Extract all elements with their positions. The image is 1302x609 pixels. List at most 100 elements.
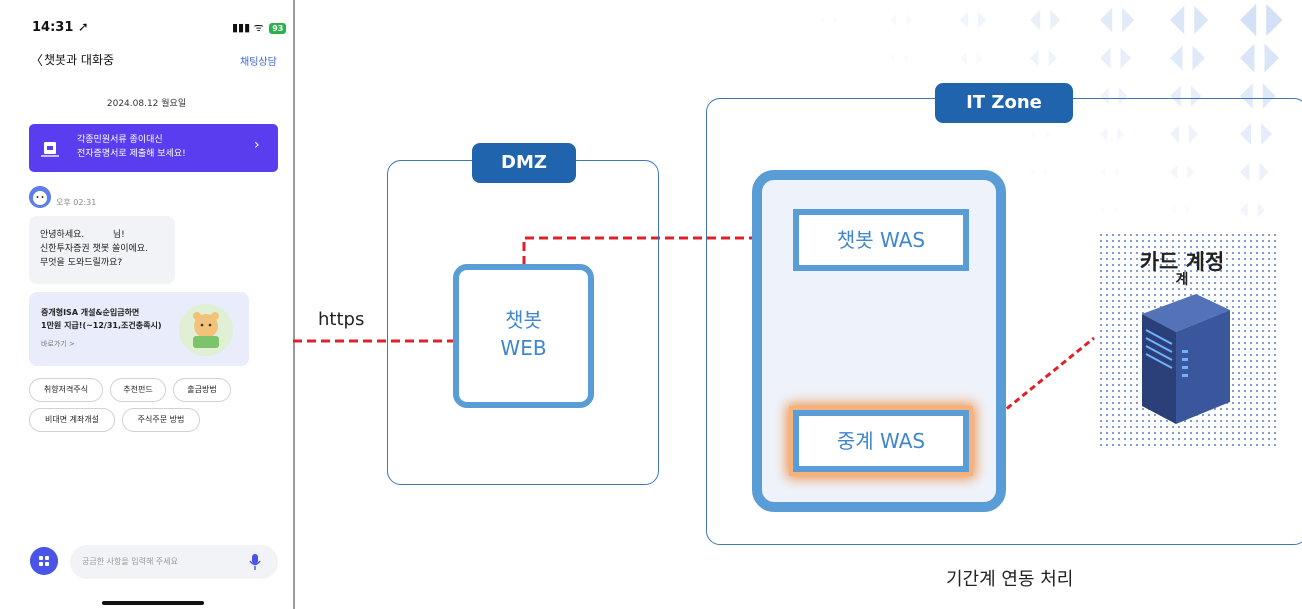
promo-text: 중개형ISA 개설&순입금하면 1만원 지급!(~12/31,조건충족시) [41,306,161,332]
banner-line-1: 각종민원서류 종이대신 [77,135,163,145]
background-triangle [1044,168,1048,176]
background-triangle [906,13,913,27]
banner-text: 각종민원서류 종이대신 전자증명서로 제출해 보세요! [77,133,186,161]
background-triangle [1122,7,1135,33]
background-triangle [1170,124,1180,144]
background-triangle [1189,124,1199,144]
quick-reply-chip[interactable]: 취향저격주식 [29,378,103,402]
background-triangle [1240,162,1250,182]
background-triangle [1240,43,1255,73]
background-triangle [1185,204,1192,216]
background-triangle [1261,122,1273,146]
background-triangle [960,51,967,65]
microphone-icon[interactable] [248,553,262,571]
chatbot-was-node: 챗봇 WAS [793,209,969,271]
background-triangle [1257,202,1266,218]
banner-line-2: 전자증명서로 제출해 보세요! [77,149,186,159]
background-triangle [976,51,984,65]
isa-promo-card[interactable]: 중개형ISA 개설&순입금하면 1만원 지급!(~12/31,조건충족시) 바로… [29,292,249,366]
input-placeholder: 궁금한 사항을 입력해 주세요 [82,557,178,566]
card-label-line-2: 계 [1175,272,1189,288]
background-triangle [1030,49,1039,67]
relay-was-node: 중계 WAS [793,410,969,472]
document-icon [41,142,59,157]
card-account-label: 카드 계정 계 [1122,250,1242,288]
greeting-text: 안녕하세요. 님! 신한투자증권 챗봇 쏠이에요. 무엇을 도와드릴까요? [40,228,148,270]
promo-line-2: 1만원 지급!(~12/31,조건충족시) [41,321,162,330]
legacy-integration-caption: 기간계 연동 처리 [946,569,1074,590]
background-triangle [1264,43,1280,73]
chatbot-phone-screen: 14:31 ➚ ▮▮▮ ᯤ 93 〈 챗봇과 대화중 채팅상담 2024.08.… [0,0,295,609]
promo-shortcut-link[interactable]: 바로가기 > [41,340,75,348]
background-triangle [960,11,969,29]
mascot-illustration-icon [179,304,233,356]
background-triangle [1192,45,1206,71]
background-triangle [890,53,895,63]
message-input[interactable]: 궁금한 사항을 입력해 주세요 [70,545,278,579]
background-triangle [1048,49,1058,67]
background-triangle [890,13,897,27]
web-node-line-1: 챗봇 [505,308,542,332]
background-triangle [1240,202,1248,218]
quick-reply-chip[interactable]: 출금방법 [173,378,231,402]
background-triangle [1100,126,1108,142]
background-triangle [1117,126,1125,142]
greeting-line-2: 신한투자증권 챗봇 쏠이에요. [40,244,148,254]
bot-greeting-bubble: 안녕하세요. 님! 신한투자증권 챗봇 쏠이에요. 무엇을 도와드릴까요? [29,216,175,284]
background-triangle [1170,45,1183,71]
quick-reply-chip[interactable]: 주식주문 방법 [122,408,200,432]
background-triangle [1100,87,1109,105]
status-icons: ▮▮▮ ᯤ 93 [232,20,287,35]
server-icon [1142,294,1230,424]
background-triangle [1170,204,1176,216]
background-triangle [1050,9,1061,31]
web-to-chatbot-was-line [522,236,795,265]
background-triangle [820,15,825,25]
background-triangle [1100,166,1106,178]
greeting-line-3: 무엇을 도와드릴까요? [40,258,123,268]
menu-grid-icon[interactable] [30,547,58,575]
background-triangle [1100,206,1104,214]
relay-to-card-system-line [967,336,1095,442]
chat-date: 2024.08.12 월요일 [106,99,187,109]
home-indicator [102,601,204,605]
live-chat-link[interactable]: 채팅상담 [240,57,277,68]
background-triangle [978,11,987,29]
background-triangle [834,15,839,25]
background-triangle [1114,206,1118,214]
background-triangle [1240,83,1253,109]
chat-title: 챗봇과 대화중 [44,53,115,67]
https-label: https [318,309,365,330]
dmz-zone-label: DMZ [472,143,576,183]
status-time: 14:31 ➚ [32,20,89,35]
background-triangle [1118,87,1128,105]
background-triangle [904,53,910,63]
background-triangle [1115,166,1121,178]
background-triangle [1030,9,1041,31]
background-triangle [1170,164,1178,180]
chatbot-web-node: 챗봇 WEB [453,264,594,408]
chevron-right-icon: › [254,137,260,153]
background-triangle [1170,5,1185,35]
background-triangle [1266,3,1283,37]
battery-icon: 93 [269,23,287,34]
quick-reply-chip[interactable]: 비대면 계좌개설 [29,408,115,432]
e-certificate-banner[interactable]: 각종민원서류 종이대신 전자증명서로 제출해 보세요! › [29,124,278,172]
it-zone-label: IT Zone [935,83,1073,123]
background-triangle [1187,164,1195,180]
message-time: 오후 02:31 [56,198,97,207]
background-triangle [1100,7,1113,33]
background-triangle [1170,85,1181,107]
background-triangle [1045,128,1051,140]
signal-wifi-icon: ▮▮▮ ᯤ [232,21,264,34]
greeting-line-1: 안녕하세요. 님! [40,230,125,240]
background-triangle [1194,5,1209,35]
bot-avatar [29,186,51,208]
quick-reply-chip[interactable]: 추천펀드 [110,378,166,402]
back-icon[interactable]: 〈 [30,54,44,69]
background-triangle [1030,168,1034,176]
background-triangle [1120,47,1132,69]
background-triangle [1262,83,1276,109]
background-triangle [1240,3,1257,37]
